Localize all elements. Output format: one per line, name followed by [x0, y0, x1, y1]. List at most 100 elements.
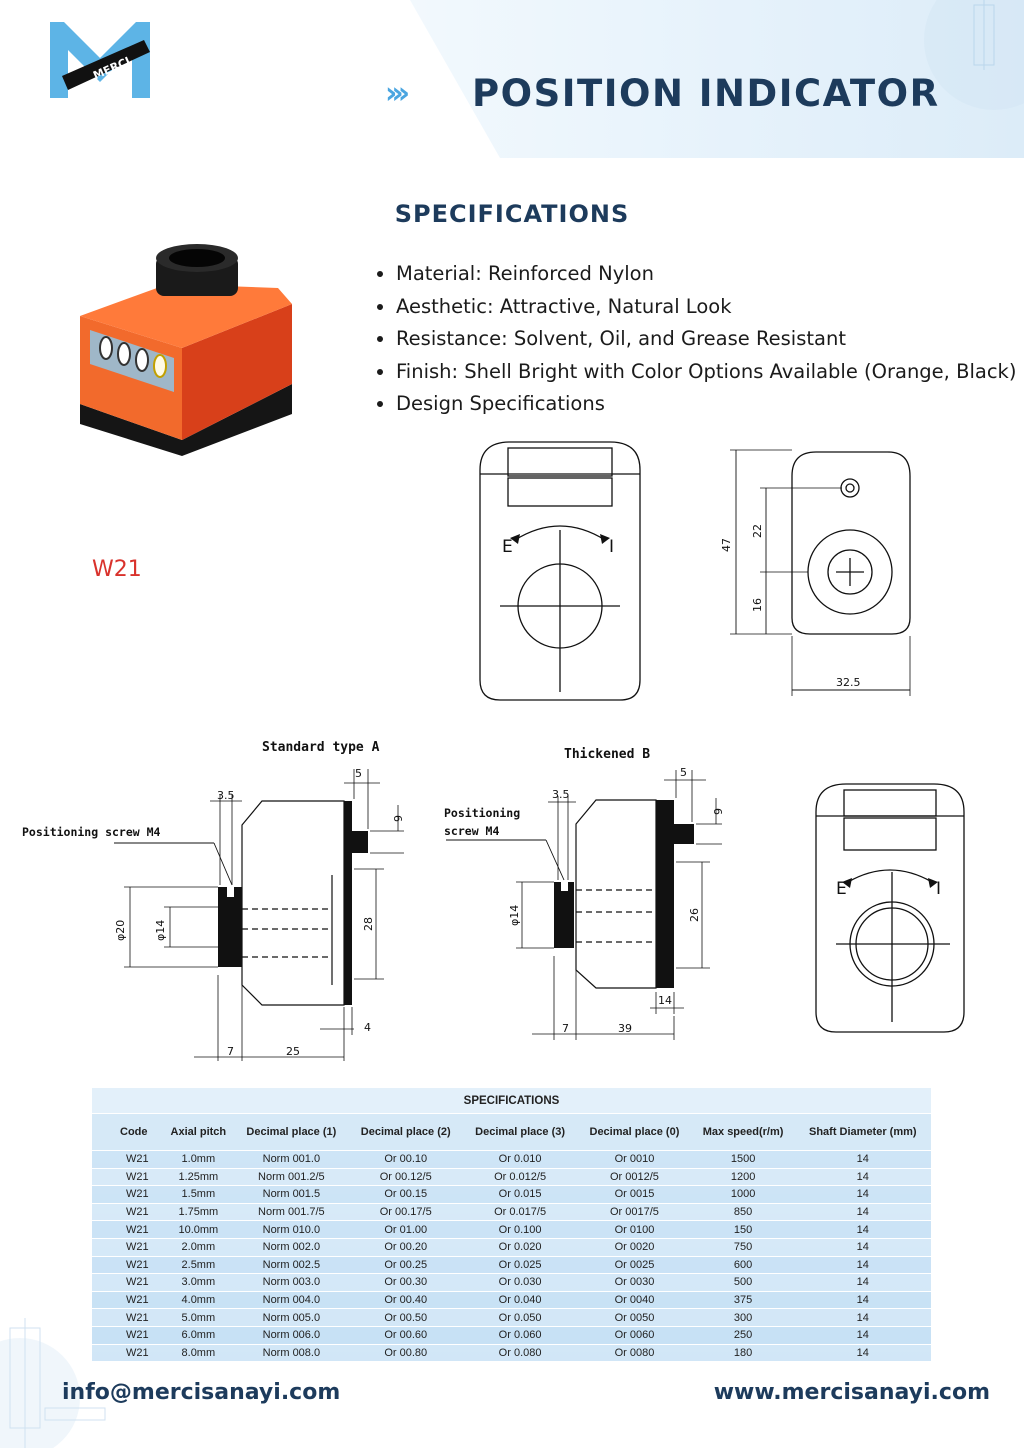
column-header: Shaft Diameter (mm) — [794, 1114, 931, 1151]
type-b-dim-3-5: 3.5 — [552, 788, 570, 801]
table-cell: Or 0080 — [577, 1343, 692, 1362]
table-cell: Or 00.12/5 — [348, 1167, 463, 1186]
type-b-dim-26: 26 — [688, 908, 701, 922]
table-cell: 2.0mm — [162, 1237, 235, 1257]
table-cell: W21 — [92, 1185, 163, 1204]
type-b-dim-39: 39 — [618, 1022, 632, 1035]
column-header: Max speed(r/m) — [691, 1114, 795, 1151]
table-cell: W21 — [92, 1237, 163, 1257]
table-cell: Norm 001.7/5 — [234, 1202, 349, 1221]
table-cell: 600 — [691, 1255, 795, 1274]
header-band — [410, 0, 1024, 158]
table-cell: Or 00.25 — [348, 1255, 463, 1274]
table-cell: 300 — [691, 1308, 795, 1327]
type-a-dim-7: 7 — [227, 1045, 234, 1058]
table-cell: W21 — [92, 1220, 163, 1239]
column-header: Decimal place (3) — [462, 1114, 578, 1151]
table-cell: W21 — [92, 1167, 163, 1186]
table-cell: 750 — [691, 1237, 795, 1257]
table-cell: Or 0040 — [577, 1290, 692, 1309]
footer-email-link[interactable]: info@mercisanayi.com — [62, 1380, 341, 1405]
dim-32-5: 32.5 — [836, 676, 861, 689]
table-header-row: Code Axial pitch Decimal place (1) Decim… — [92, 1114, 931, 1151]
table-cell: 14 — [794, 1343, 931, 1362]
page-title: POSITION INDICATOR — [472, 72, 940, 115]
spec-item: Finish: Shell Bright with Color Options … — [396, 356, 1016, 389]
table-cell: 14 — [794, 1185, 931, 1204]
dim-22: 22 — [751, 524, 764, 538]
table-cell: Or 0.080 — [462, 1343, 578, 1362]
front-mark-e: E — [502, 537, 513, 557]
table-cell: Or 00.10 — [348, 1150, 463, 1169]
column-header: Decimal place (2) — [348, 1114, 463, 1151]
table-cell: Or 00.15 — [348, 1185, 463, 1204]
table-cell: 500 — [691, 1273, 795, 1292]
table-cell: 2.5mm — [162, 1255, 235, 1274]
dim-47: 47 — [720, 538, 733, 552]
table-caption: SPECIFICATIONS — [92, 1088, 931, 1114]
table-cell: 6.0mm — [162, 1325, 235, 1345]
table-cell: Norm 001.0 — [234, 1150, 349, 1169]
table-cell: 1.25mm — [162, 1167, 235, 1186]
table-cell: Norm 002.0 — [234, 1237, 349, 1257]
table-cell: 14 — [794, 1325, 931, 1345]
table-cell: 1.75mm — [162, 1202, 235, 1221]
specifications-heading: SPECIFICATIONS — [394, 200, 630, 228]
table-cell: W21 — [92, 1325, 163, 1345]
table-cell: Or 00.50 — [348, 1308, 463, 1327]
table-cell: 14 — [794, 1290, 931, 1309]
table-cell: Or 00.80 — [348, 1343, 463, 1362]
table-cell: 1000 — [691, 1185, 795, 1204]
spec-item: Aesthetic: Attractive, Natural Look — [396, 291, 1016, 324]
product-photo — [80, 244, 292, 456]
table-cell: 1.5mm — [162, 1185, 235, 1204]
front2-mark-i: I — [936, 879, 941, 899]
table-cell: 180 — [691, 1343, 795, 1362]
footer-website-link[interactable]: www.mercisanayi.com — [713, 1380, 990, 1405]
table-cell: Or 0017/5 — [577, 1202, 692, 1221]
table-cell: 1.0mm — [162, 1150, 235, 1169]
table-cell: Or 0.030 — [462, 1273, 578, 1292]
type-a-dim-6: 6 — [391, 815, 404, 822]
table-cell: Or 0025 — [577, 1255, 692, 1274]
table-cell: 250 — [691, 1325, 795, 1345]
table-cell: 375 — [691, 1290, 795, 1309]
table-cell: 4.0mm — [162, 1290, 235, 1309]
table-cell: Or 0.012/5 — [462, 1167, 578, 1186]
table-cell: W21 — [92, 1202, 163, 1221]
table-cell: Or 0015 — [577, 1185, 692, 1204]
table-cell: W21 — [92, 1343, 163, 1362]
table-cell: Norm 001.5 — [234, 1185, 349, 1204]
table-cell: Or 0010 — [577, 1150, 692, 1169]
table-cell: 14 — [794, 1167, 931, 1186]
table-cell: W21 — [92, 1290, 163, 1309]
table-cell: Or 0.040 — [462, 1290, 578, 1309]
table-cell: 10.0mm — [162, 1220, 235, 1239]
table-cell: Or 0050 — [577, 1308, 692, 1327]
front2-mark-e: E — [836, 879, 847, 899]
spec-item: Design Specifications — [396, 388, 1016, 421]
type-a-dim-4: 4 — [364, 1021, 371, 1034]
table-cell: 5.0mm — [162, 1308, 235, 1327]
table-cell: 14 — [794, 1237, 931, 1257]
table-cell: Or 0100 — [577, 1220, 692, 1239]
table-cell: 1500 — [691, 1150, 795, 1169]
spec-item: Material: Reinforced Nylon — [396, 258, 1016, 291]
type-a-screw-label: Positioning screw M4 — [22, 825, 161, 839]
table-cell: Or 00.40 — [348, 1290, 463, 1309]
table-cell: 850 — [691, 1202, 795, 1221]
table-cell: 3.0mm — [162, 1273, 235, 1292]
type-b-dim-6: 6 — [711, 808, 724, 815]
type-b-dim-14: 14 — [658, 994, 672, 1007]
column-header: Code — [92, 1114, 163, 1151]
table-cell: Or 00.20 — [348, 1237, 463, 1257]
table-cell: 150 — [691, 1220, 795, 1239]
table-cell: Norm 004.0 — [234, 1290, 349, 1309]
